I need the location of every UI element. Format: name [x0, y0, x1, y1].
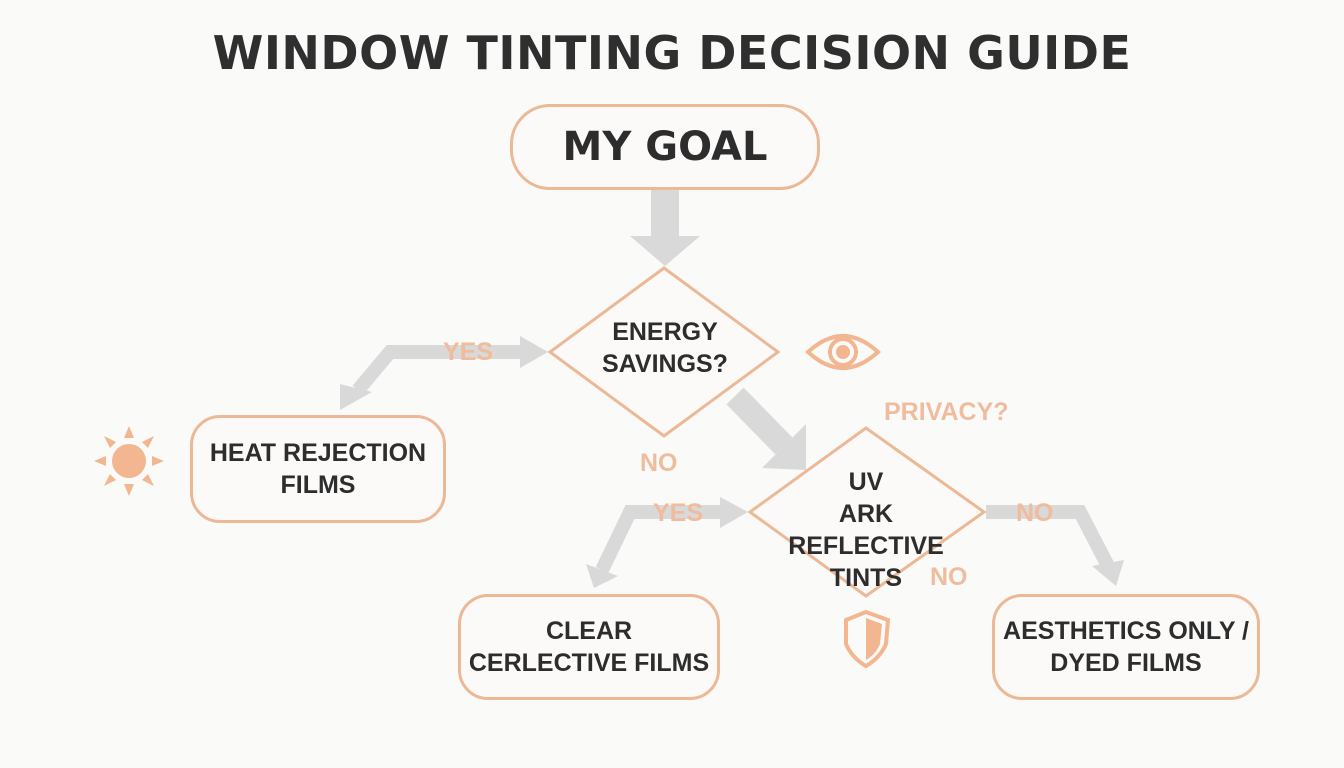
page-title: WINDOW TINTING DECISION GUIDE [212, 26, 1132, 80]
arrow-energy-no [726, 387, 806, 470]
arrow-energy-yes [352, 345, 525, 395]
arrow-energy-yes-head-right [520, 336, 548, 368]
uv-diamond [747, 426, 987, 598]
label-uv-no-right: NO [1016, 499, 1054, 527]
energy-line1: ENERGY [612, 318, 718, 346]
goal-label: MY GOAL [562, 124, 768, 170]
label-energy-no: NO [640, 449, 678, 477]
label-uv-yes: YES [653, 499, 704, 527]
aesthetics-box: AESTHETICS ONLY / DYED FILMS [992, 594, 1260, 700]
uv-line2: ARK REFLECTIVE [788, 500, 944, 560]
clear-line1: CLEAR [545, 617, 633, 645]
sun-icon [94, 426, 164, 496]
heat-line1: HEAT REJECTION [209, 439, 427, 467]
arrow-goal-to-energy [630, 190, 700, 266]
arrow-uv-yes-head-down [586, 564, 618, 588]
energy-line2: SAVINGS? [602, 350, 728, 378]
shield-icon [844, 609, 891, 669]
uv-question: UV ARK REFLECTIVE TINTS [766, 466, 966, 594]
goal-box: MY GOAL [510, 104, 820, 190]
clear-films-box: CLEAR CERLECTIVE FILMS [458, 594, 720, 700]
arrow-uv-yes [595, 505, 725, 574]
clear-line2: CERLECTIVE FILMS [468, 649, 710, 677]
heat-rejection-box: HEAT REJECTION FILMS [190, 415, 446, 523]
arrow-uv-no [986, 505, 1115, 570]
label-energy-yes: YES [443, 338, 494, 366]
heat-line2: FILMS [280, 471, 356, 499]
energy-diamond [547, 266, 781, 438]
arrow-uv-yes-head-right [720, 497, 748, 528]
label-uv-no-bottom: NO [930, 563, 968, 591]
aesthetics-line1: AESTHETICS ONLY / [1003, 617, 1249, 645]
uv-line3: TINTS [829, 564, 903, 592]
eye-icon [805, 334, 881, 370]
uv-line1: UV [848, 468, 884, 496]
arrow-uv-no-head [1092, 560, 1124, 586]
aesthetics-line2: DYED FILMS [1050, 649, 1202, 677]
arrow-energy-yes-head-down [340, 384, 372, 410]
label-privacy: PRIVACY? [884, 398, 1009, 426]
energy-question: ENERGY SAVINGS? [575, 316, 755, 380]
